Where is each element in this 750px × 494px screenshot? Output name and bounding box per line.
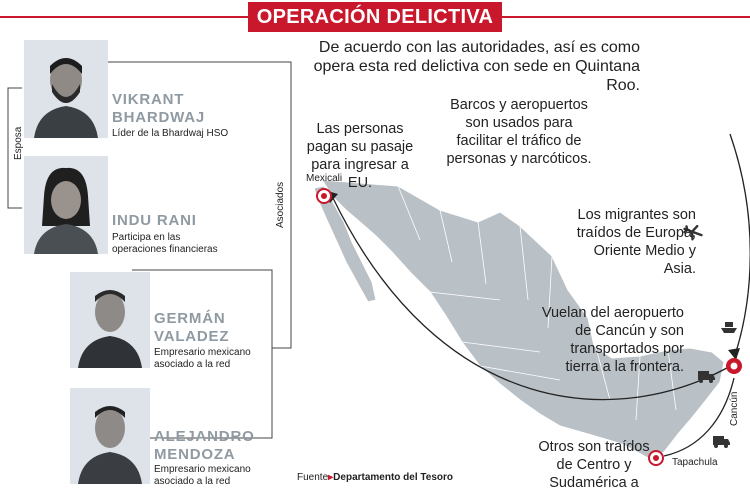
name-line: ALEJANDRO [154,428,255,445]
route-arrows [331,133,750,457]
annotation-pay: Las personas pagan su pasaje para ingres… [306,121,414,191]
source-arrow-icon: ▸ [328,472,334,483]
truck-icon [698,371,715,383]
arrowhead-cancun [728,348,740,360]
person-role-indu: Participa en las operaciones financieras [112,232,218,255]
annotation-ships: Barcos y aeropuertos son usados para fac… [446,97,592,167]
spouse-label: Esposa [13,126,24,160]
name-line: BHARDWAJ [112,109,206,126]
mexico-map [313,179,725,459]
name-line: VALADEZ [154,328,230,345]
name-line: VIKRANT [112,91,185,108]
title-bar: OPERACIÓN DELICTIVA [0,0,750,34]
person-name-indu: INDU RANI [112,212,197,229]
city-mexicali: Mexicali [306,173,343,184]
person-role-alejandro: Empresario mexicano asociado a la red [154,464,251,487]
associates-label: Asociados [275,181,286,228]
spouse-bracket [7,87,22,209]
source-value: Departamento del Tesoro [333,472,454,483]
avatar-indu [24,156,108,254]
annotation-others: Otros son traídos de Centro y Sudamérica… [538,439,650,494]
person-role-german: Empresario mexicano asociado a la red [154,347,251,370]
target-mexicali-icon [316,188,332,204]
target-tapachula-icon [648,450,664,466]
annotation-fly: Vuelan del aeropuerto de Cancún y son tr… [541,305,684,375]
ship-icon [721,322,737,333]
city-cancun: Cancún [729,391,740,426]
route-cancun-mexicali [331,195,735,401]
person-name-vikrant: VIKRANT BHARDWAJ [112,91,205,127]
annotation-migrants: Los migrantes son traídos de Europa, Ori… [576,207,696,277]
target-cancun-icon [726,358,742,374]
person-name-alejandro: ALEJANDRO MENDOZA [154,428,255,464]
person-role-vikrant: Líder de la Bhardwaj HSO [112,128,229,139]
avatar-vikrant [24,40,108,138]
source-credit: Fuente▸Departamento del Tesoro [297,472,453,483]
avatar-german [70,272,150,368]
source-label: Fuente [297,472,329,483]
intro-text: De acuerdo con las autoridades, así es c… [313,39,640,94]
name-line: MENDOZA [154,446,236,463]
route-tapachula-cancun [663,377,735,457]
page-title: OPERACIÓN DELICTIVA [248,2,502,32]
associates-inner-bracket [132,269,273,439]
truck-icon-2 [713,436,730,448]
avatar-alejandro [70,388,150,484]
relationship-connectors [7,61,292,439]
name-line: GERMÁN [154,310,226,327]
city-tapachula: Tapachula [672,457,718,468]
plane-icon [683,224,703,241]
route-migrants-in [729,133,750,353]
person-name-german: GERMÁN VALADEZ [154,310,229,346]
